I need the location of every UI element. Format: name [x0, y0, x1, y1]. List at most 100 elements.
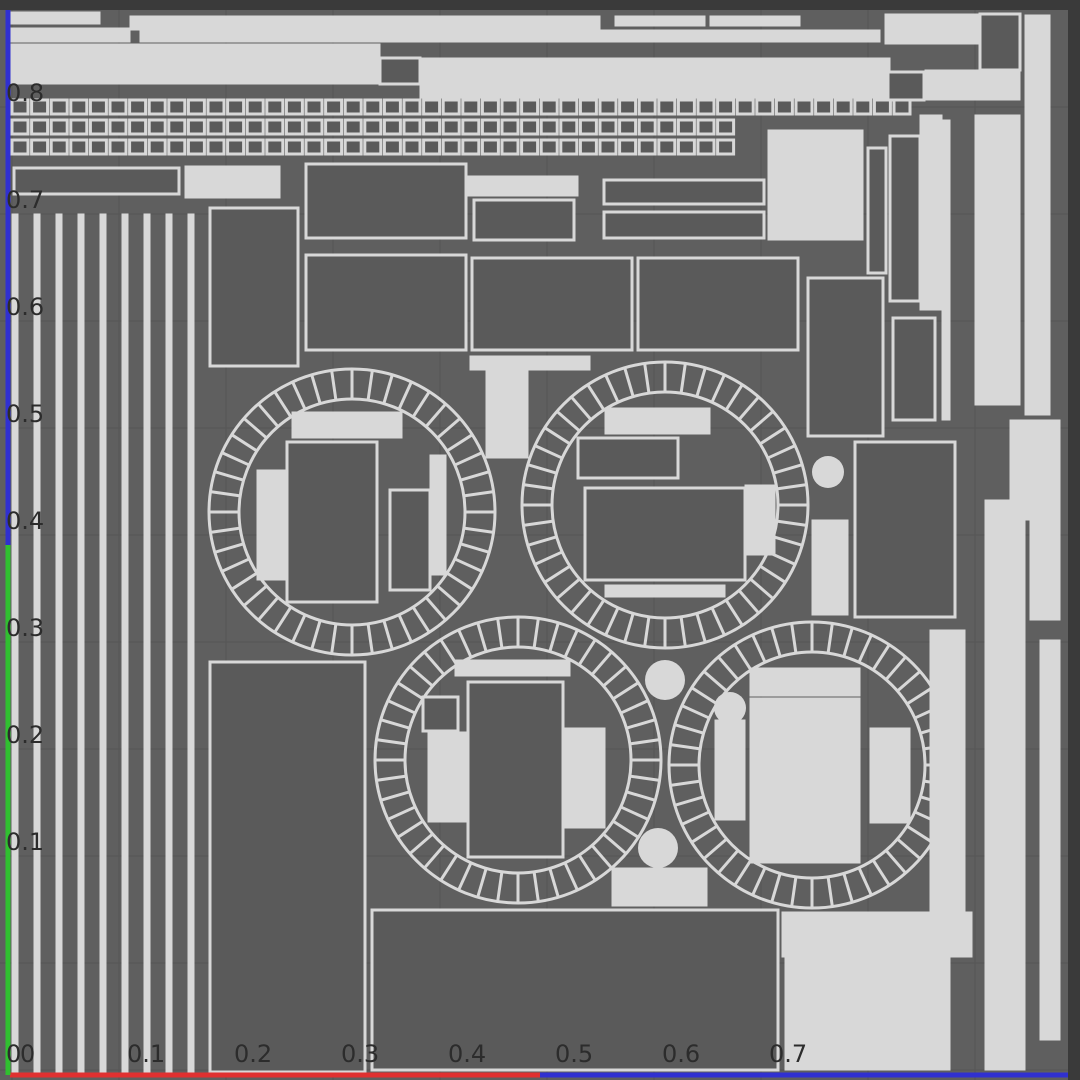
uv-island [186, 98, 206, 116]
uv-island [147, 138, 167, 156]
uv-ring-segment [454, 557, 483, 573]
uv-island [853, 440, 957, 619]
uv-island [714, 719, 746, 821]
uv-island [419, 57, 891, 99]
uv-island [49, 118, 69, 136]
v-tick-label: 0.4 [6, 507, 45, 535]
uv-island [88, 98, 108, 116]
uv-ring-segment [382, 374, 394, 404]
uv-ring-segment [310, 620, 322, 650]
uv-island [559, 118, 579, 136]
v-tick-label: 0.8 [6, 79, 45, 107]
uv-island [402, 98, 422, 116]
uv-ring-segment [710, 374, 726, 403]
uv-island [165, 213, 173, 1075]
uv-ring-segment [884, 849, 907, 875]
uv-island [206, 98, 226, 116]
uv-island [363, 98, 383, 116]
uv-ring-segment [620, 805, 649, 821]
uv-ring-segment [733, 859, 753, 887]
uv-island [978, 12, 1022, 72]
uv-ring-segment [884, 655, 907, 681]
uv-ring-segment [543, 564, 571, 584]
uv-island [11, 213, 19, 1075]
uv-ring-segment [751, 634, 767, 663]
uv-island [226, 98, 246, 116]
uv-island [833, 98, 853, 116]
uv-ring-segment [291, 381, 307, 410]
uv-island [886, 70, 926, 102]
uv-island [500, 138, 520, 156]
uv-ring-segment [923, 743, 954, 751]
uv-island [539, 118, 559, 136]
uv-island [637, 98, 657, 116]
uv-island [304, 118, 324, 136]
uv-ring-segment [629, 774, 660, 782]
uv-island [378, 56, 422, 86]
uv-island [208, 660, 367, 1074]
uv-island [891, 316, 937, 422]
uv-island [77, 213, 85, 1075]
uv-ring-segment [626, 790, 656, 802]
uv-ring-segment [273, 606, 293, 634]
uv-island [749, 697, 861, 864]
uv-island [256, 469, 286, 581]
uv-island [49, 98, 69, 116]
uv-ring-segment [773, 463, 803, 475]
uv-ring-segment [555, 410, 581, 433]
uv-ring-segment [674, 795, 704, 807]
uv-island [576, 436, 680, 480]
uv-ring-segment [423, 844, 446, 870]
uv-ring-segment [446, 433, 474, 453]
uv-island [744, 484, 776, 556]
uv-ring-segment [770, 627, 782, 657]
v-tick-label: 0.7 [6, 186, 45, 214]
uv-ring-segment [920, 795, 950, 807]
uv-island [598, 138, 618, 156]
uv-island [767, 129, 864, 241]
uv-island [472, 198, 576, 242]
uv-island [812, 456, 844, 488]
uv-ring-segment [674, 723, 704, 735]
uv-ring-segment [555, 577, 581, 600]
uv-ring-segment [920, 723, 950, 735]
uv-ring-segment [871, 643, 891, 671]
uv-island [806, 276, 885, 438]
uv-ring-segment [476, 622, 488, 652]
uv-ring-segment [623, 367, 635, 397]
uv-island [129, 15, 601, 31]
uv-island [343, 98, 363, 116]
v-tick-label: 0.6 [6, 293, 45, 321]
uv-ring-segment [586, 599, 606, 627]
uv-island [88, 138, 108, 156]
uv-island [598, 98, 618, 116]
uv-island [128, 138, 148, 156]
uv-ring-segment [366, 623, 374, 654]
uv-island [539, 138, 559, 156]
uv-ring-segment [439, 854, 459, 882]
uv-island [324, 138, 344, 156]
uv-ring-segment [408, 665, 434, 688]
uv-island [657, 118, 677, 136]
uv-ring-segment [534, 444, 563, 460]
uv-ring-segment [612, 681, 640, 701]
uv-ring-segment [463, 490, 494, 498]
uv-island [304, 98, 324, 116]
uv-island [714, 692, 746, 724]
uv-island [454, 659, 571, 677]
u-tick-label: 0.1 [127, 1040, 166, 1068]
uv-ring-segment [733, 643, 753, 671]
uv-island [520, 118, 540, 136]
uv-ring-segment [590, 650, 613, 676]
uv-island [578, 118, 598, 136]
uv-island [33, 213, 41, 1075]
uv-ring-segment [380, 718, 410, 730]
uv-ring-segment [670, 743, 701, 751]
uv-ring-segment [563, 862, 579, 891]
uv-island [206, 118, 226, 136]
uv-ring-segment [670, 779, 701, 787]
uv-ring-segment [446, 571, 474, 591]
viewport-right-border [1068, 0, 1080, 1080]
